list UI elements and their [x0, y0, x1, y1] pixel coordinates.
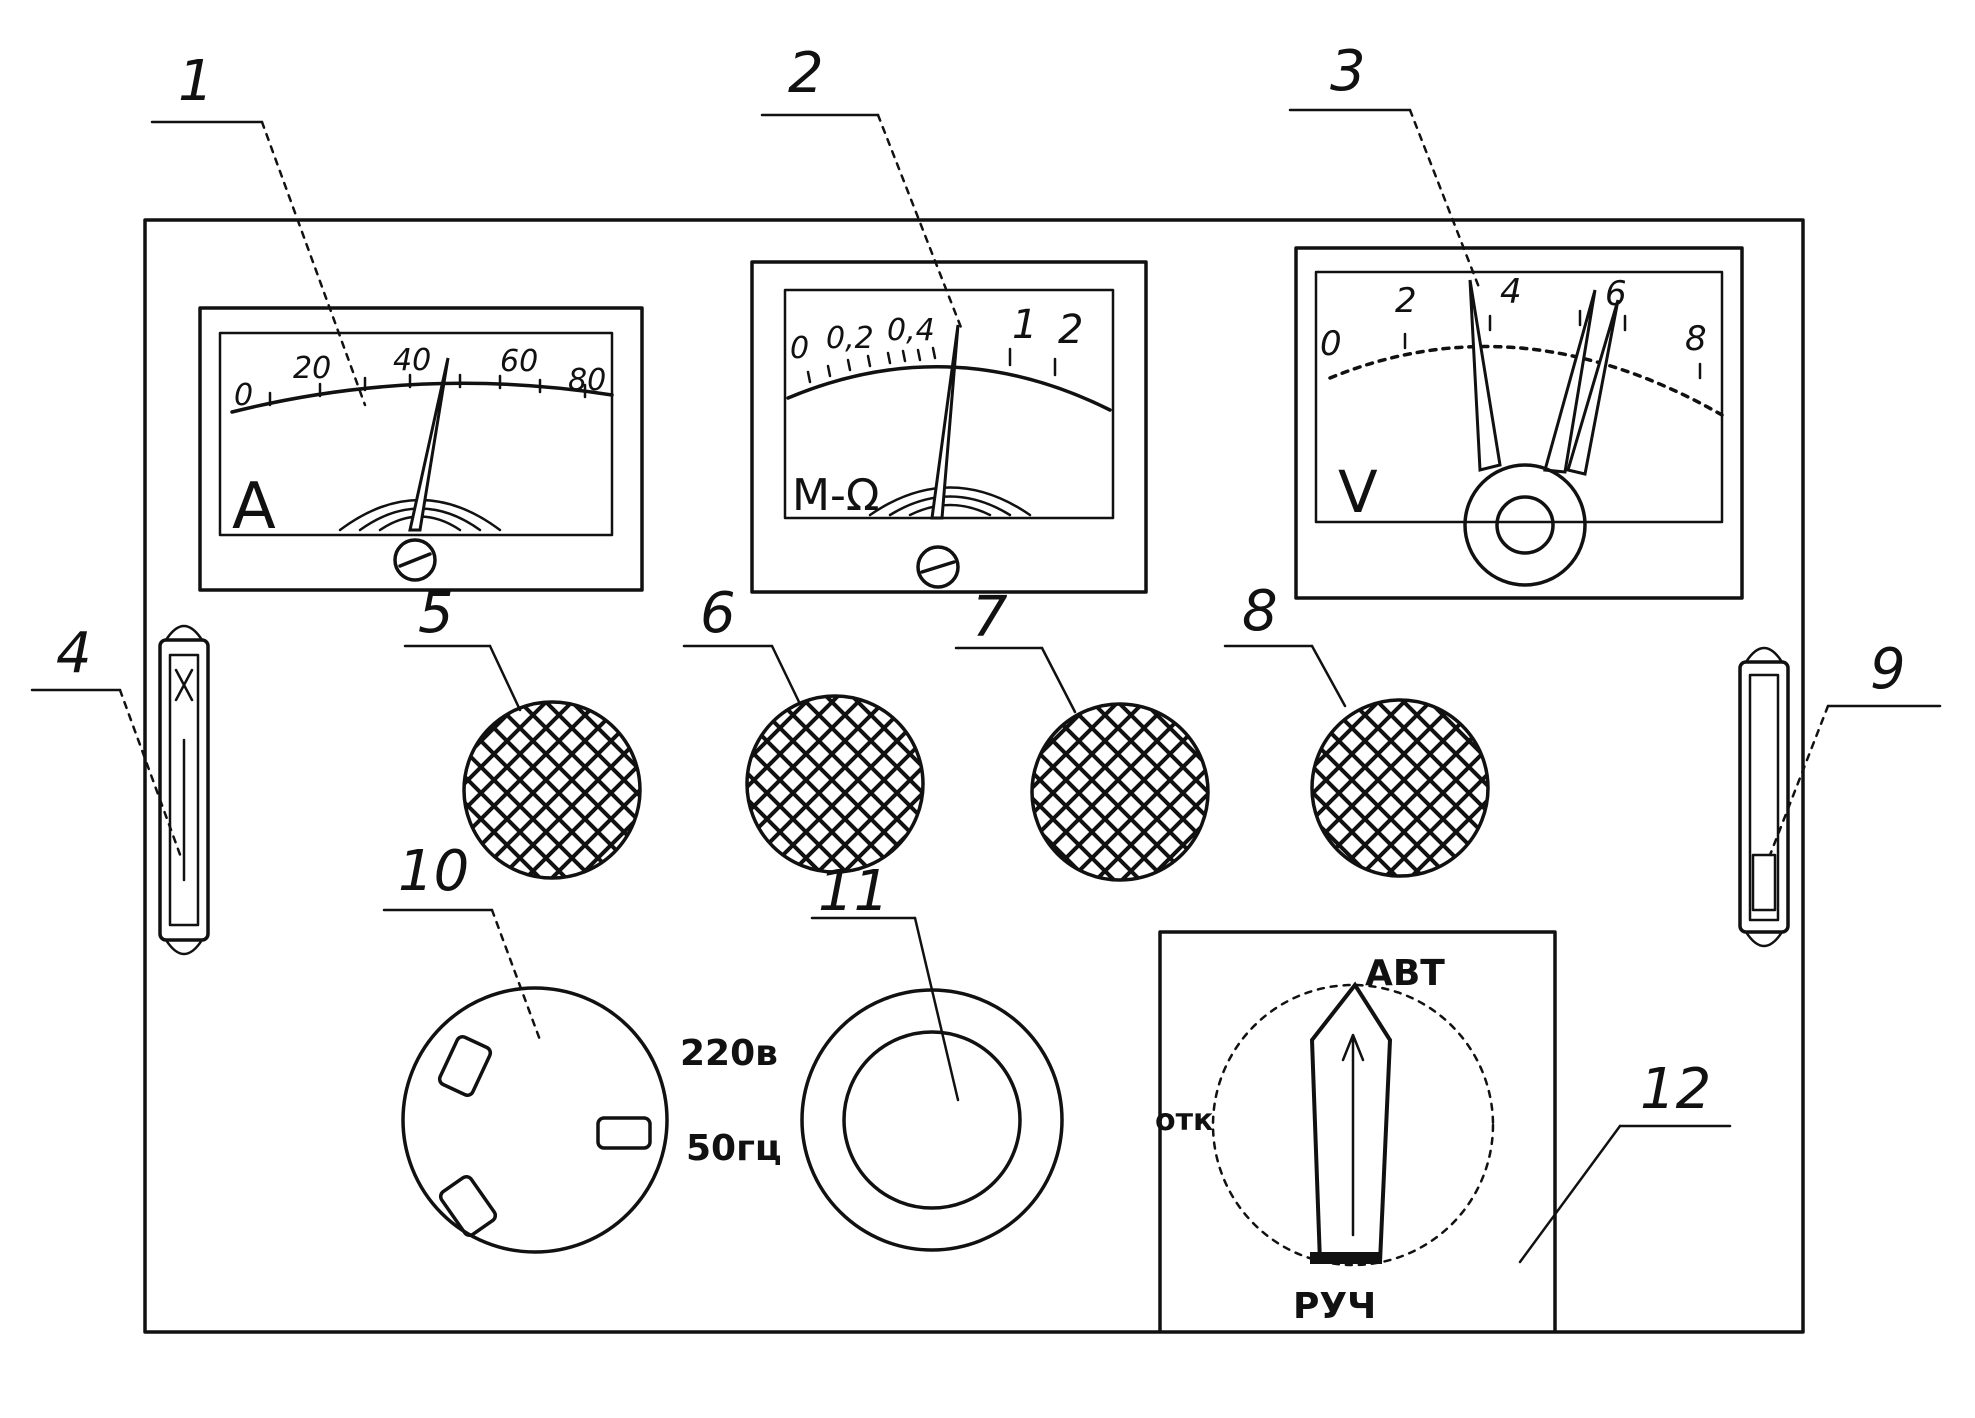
voltmeter-scale-2: 2: [1395, 281, 1417, 321]
ohmmeter-scale-0-4: 0,4: [887, 313, 935, 348]
callout-6: 6: [700, 581, 736, 646]
mode-switch-auto-label: АВТ: [1365, 953, 1445, 994]
power-socket[interactable]: [401, 986, 669, 1254]
socket-voltage-label: 220в: [680, 1033, 778, 1074]
callout-4: 4: [56, 621, 92, 686]
voltmeter-zero-knob[interactable]: [1495, 495, 1555, 555]
callout-9: 9: [1870, 637, 1906, 702]
callout-11: 11: [818, 859, 889, 924]
fuse-holder[interactable]: [800, 988, 1064, 1252]
ammeter-scale-20: 20: [293, 351, 331, 386]
voltmeter-scale-8: 8: [1685, 319, 1707, 359]
mode-switch-lever[interactable]: [1309, 981, 1393, 1264]
voltmeter-needle-right-a: [1543, 289, 1597, 474]
callout-7: 7: [972, 585, 1008, 650]
knob-6[interactable]: [745, 694, 925, 874]
voltmeter-hub-outer: [1463, 463, 1587, 587]
ammeter-zero-screw[interactable]: [393, 538, 437, 582]
callout-10: 10: [398, 839, 469, 904]
ammeter-unit-label: A: [232, 470, 276, 544]
socket-frequency-label: 50гц: [686, 1128, 782, 1169]
callout-5: 5: [418, 581, 454, 646]
ohmmeter-unit-label: M-Ω: [792, 470, 879, 521]
knob-8[interactable]: [1310, 698, 1490, 878]
callout-8: 8: [1242, 579, 1278, 644]
ohmmeter: 0 0,2 0,4 1 2 M-Ω: [750, 260, 1148, 594]
ammeter: 0 20 40 60 80 A: [198, 306, 644, 592]
ammeter-scale-60: 60: [500, 344, 538, 379]
callout-2: 2: [788, 41, 824, 106]
ammeter-scale-0: 0: [234, 378, 253, 413]
ohmmeter-scale-1: 1: [1012, 302, 1037, 348]
voltmeter-unit-label: V: [1338, 458, 1378, 526]
voltmeter-needle-left: [1468, 279, 1502, 472]
mode-switch-panel: [1158, 930, 1557, 1332]
ohmmeter-scale-0: 0: [790, 331, 809, 366]
voltmeter-scale-6: 6: [1605, 274, 1627, 314]
ammeter-needle: [408, 357, 450, 532]
right-tube-indicator: [1738, 646, 1790, 948]
mode-switch-dial: [1211, 983, 1495, 1267]
voltmeter-scale-4: 4: [1500, 272, 1522, 312]
mode-switch-manual-label: РУЧ: [1293, 1286, 1376, 1327]
ohmmeter-needle: [930, 324, 960, 520]
ohmmeter-zero-screw[interactable]: [916, 545, 960, 589]
panel-outline: [143, 218, 1805, 1334]
callout-leaders: [30, 108, 1942, 1264]
mode-switch-off-label: отк: [1155, 1103, 1213, 1138]
voltmeter: 0 2 4 6 8 V: [1294, 246, 1744, 600]
ammeter-scale-40: 40: [393, 343, 431, 378]
callout-12: 12: [1640, 1057, 1711, 1122]
ohmmeter-scale-0-2: 0,2: [826, 321, 874, 356]
knob-5[interactable]: [462, 700, 642, 880]
callout-3: 3: [1330, 39, 1366, 104]
callout-1: 1: [178, 49, 214, 114]
ammeter-scale-80: 80: [568, 363, 606, 398]
left-tube-indicator: [158, 624, 210, 956]
voltmeter-needle-right-b: [1566, 299, 1620, 476]
ohmmeter-scale-2: 2: [1058, 307, 1083, 353]
voltmeter-scale-0: 0: [1320, 324, 1342, 364]
knob-7[interactable]: [1030, 702, 1210, 882]
